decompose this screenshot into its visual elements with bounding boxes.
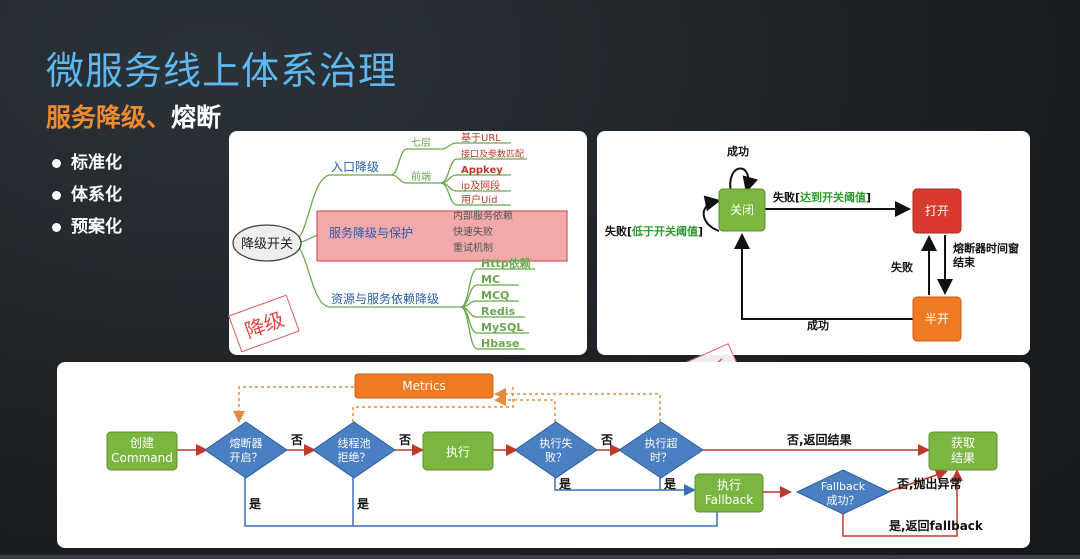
svg-text:获取: 获取 [951,436,975,450]
throw-exception-label: 否,抛出异常 [896,476,962,491]
return-fallback-label: 是,返回fallback [888,518,984,533]
pool-reject-decision [312,421,396,479]
bottom-bar [0,555,1080,559]
edge-yes-label: 是 [663,477,677,491]
svg-text:执行超: 执行超 [645,436,678,450]
subtitle-part1: 服务降级、 [46,103,172,132]
edge-yes-label: 是 [248,497,262,511]
state-closed-label: 关闭 [730,203,754,217]
exec-fallback-box [694,473,764,513]
degrade-mindmap: 降级开关 入口降级 服务降级与保护 资源与服务依赖降级 七层 前端 基于URL … [232,131,568,350]
svg-text:创建: 创建 [130,436,154,450]
half-fail-label: 失败 [891,260,913,274]
return-result-label: 否,返回结果 [786,432,852,447]
timeout-to-metrics [494,388,661,422]
page-title: 微服务线上体系治理 [46,49,398,93]
hystrix-flow-panel: Metrics 创建 Command 熔断器 开启？ 线程池 拒绝？ 执行 执行… [57,362,1030,548]
page-subtitle: 服务降级、熔断 [46,98,221,134]
edge-no-label: 否 [290,433,303,447]
hystrix-flow-diagram: Metrics 创建 Command 熔断器 开启？ 线程池 拒绝？ 执行 执行… [106,373,998,537]
leaf-label: Http依赖 [481,256,531,270]
metrics-to-breaker [233,386,354,423]
svg-text:Fallback: Fallback [705,493,753,507]
breaker-open-decision [204,421,288,479]
breaker-open-yes-path [244,474,718,527]
fallback-success-decision [795,469,891,515]
create-command-box [106,431,178,471]
leaf-label: 接口及参数匹配 [461,148,524,160]
leaf-label: 重试机制 [453,241,493,254]
svg-text:开启？: 开启？ [230,451,263,464]
svg-text:熔断器: 熔断器 [230,436,263,450]
fail-to-metrics [494,394,556,422]
execute-box [422,431,494,471]
edge-yes-label: 是 [558,477,572,491]
protection-highlight [316,210,568,262]
leaf-label: 内部服务依赖 [453,209,513,222]
svg-text:成功？: 成功？ [827,494,860,507]
branch-protection-label: 服务降级与保护 [329,225,413,240]
leaf-label: ip及网段 [461,179,500,192]
leaf-label: MC [481,273,500,286]
window-end-label-1: 熔断器时间窗 [953,241,1019,255]
sub-l7-label: 七层 [411,137,431,149]
breaker-state-panel: 关闭 打开 半开 成功 失败[达到开关阈值] 失败[低于开关阈值] 熔断器时间窗… [597,131,1030,355]
svg-text:败？: 败？ [545,450,567,464]
metrics-label: Metrics [402,379,446,393]
svg-text:执行: 执行 [717,478,741,492]
edge-yes-label: 是 [356,497,370,511]
bullet-item: 标准化 [52,148,122,173]
below-threshold-arrow [702,195,721,232]
breaker-state-diagram: 关闭 打开 半开 成功 失败[达到开关阈值] 失败[低于开关阈值] 熔断器时间窗… [605,144,1019,342]
subtitle-part2: 熔断 [171,103,222,132]
throw-exception-arrow [886,469,948,493]
window-end-label-2: 结束 [952,255,976,269]
bullet-dot-icon [52,158,61,168]
leaf-label: 基于URL [461,131,501,144]
state-half-label: 半开 [925,312,949,326]
exec-fail-decision [514,421,598,479]
leaf-label: 用户Uid [461,193,497,206]
half-success-arrow [734,233,915,320]
edge-no-label: 否 [398,433,411,447]
state-open-label: 打开 [925,204,949,218]
below-threshold-label: 失败[低于开关阈值] [605,224,703,238]
svg-text:线程池: 线程池 [338,436,371,450]
timeout-decision [618,421,704,479]
state-half [912,296,962,342]
svg-text:Command: Command [111,451,173,465]
mindmap-root-label: 降级开关 [241,237,293,252]
bullet-dot-icon [52,190,61,200]
return-fallback-arrow [842,469,963,537]
leaf-label: MySQL [481,321,523,334]
metrics-box [354,373,494,399]
leaf-label: Appkey [461,165,503,176]
mindmap-root-node [232,224,302,262]
branch-entry-label: 入口降级 [331,160,379,174]
edge-no-label: 否 [600,433,613,447]
success-loop-arrow [729,167,758,194]
svg-text:结果: 结果 [951,451,975,465]
metrics-link [352,387,514,422]
bullet-item: 体系化 [52,180,122,205]
svg-text:时？: 时？ [650,451,672,464]
bullet-dot-icon [52,222,61,232]
state-open [912,188,962,234]
half-success-label: 成功 [807,318,829,332]
success-loop-label: 成功 [727,144,749,158]
state-closed [718,188,766,232]
leaf-label: Hbase [481,337,520,350]
sub-frontend-label: 前端 [411,170,431,183]
svg-text:执行: 执行 [446,445,470,459]
svg-text:Fallback: Fallback [821,480,866,493]
bullet-item: 预案化 [52,212,122,237]
svg-text:拒绝？: 拒绝？ [338,450,371,464]
svg-text:执行失: 执行失 [540,436,573,450]
branch-resource-label: 资源与服务依赖降级 [331,291,439,306]
leaf-label: MCQ [481,289,509,302]
leaf-label: Redis [481,305,516,318]
get-result-box [928,431,998,471]
to-open-label: 失败[达到开关阈值] [773,190,871,204]
leaf-label: 快速失败 [453,225,493,238]
